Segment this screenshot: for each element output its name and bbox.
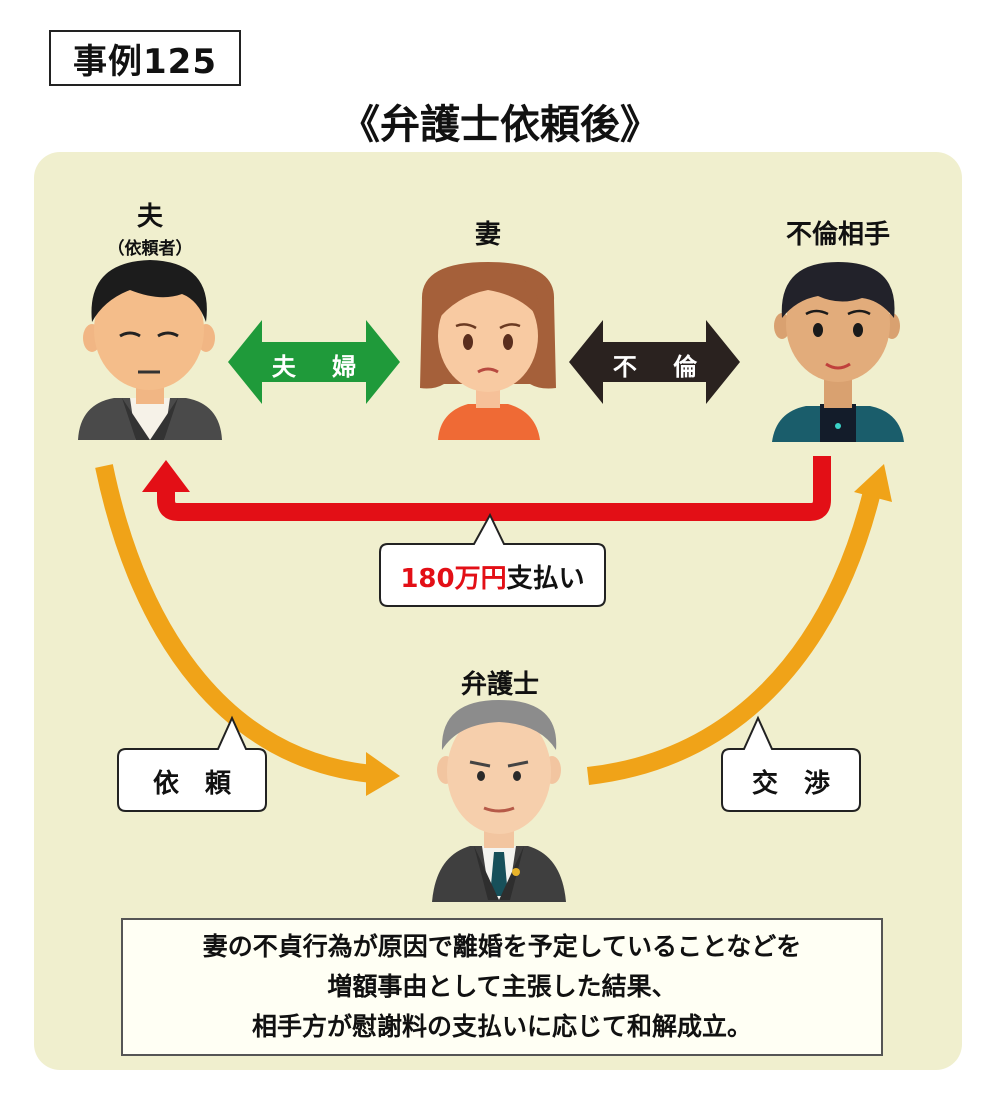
husband-sublabel: （依頼者） [107,239,193,259]
payment-arrowhead [142,460,190,492]
request-bubble [117,715,267,812]
negotiate-bubble [721,715,861,812]
husband-label: 夫 [136,202,163,232]
case-label: 事例125 [49,30,241,86]
negotiate-arrowhead [854,464,892,502]
partner-illustration [772,262,904,442]
payment-amount: 180万円 [400,564,507,594]
payment-bubble-text: 180万円支払い [380,558,605,595]
negotiate-arrow [586,489,881,785]
request-arrow [95,464,373,783]
payment-bubble [379,512,606,607]
couple-arrow-label: 夫 婦 [271,353,371,381]
couple-arrow [228,320,400,404]
affair-arrow [569,320,740,404]
lawyer-label: 弁護士 [460,670,539,700]
affair-arrow-label: 不 倫 [612,353,712,381]
summary-line-3: 相手方が慰謝料の支払いに応じて和解成立。 [251,1012,752,1041]
request-bubble-text: 依 頼 [152,769,231,799]
request-arrowhead [366,752,400,796]
negotiate-bubble-text: 交 渉 [751,769,830,799]
payment-arrow [157,456,831,521]
payment-suffix: 支払い [506,564,585,594]
lawyer-illustration [432,700,566,902]
wife-illustration [420,262,556,440]
summary-line-1: 妻の不貞行為が原因で離婚を予定していることなどを [202,932,802,961]
husband-illustration [78,260,222,440]
wife-label: 妻 [474,220,501,250]
summary-line-2: 増額事由として主張した結果、 [327,972,677,1001]
summary-box: 妻の不貞行為が原因で離婚を予定していることなどを 増額事由として主張した結果、 … [121,918,883,1056]
partner-label: 不倫相手 [785,220,890,250]
page-title: 《弁護士依頼後》 [340,102,660,148]
